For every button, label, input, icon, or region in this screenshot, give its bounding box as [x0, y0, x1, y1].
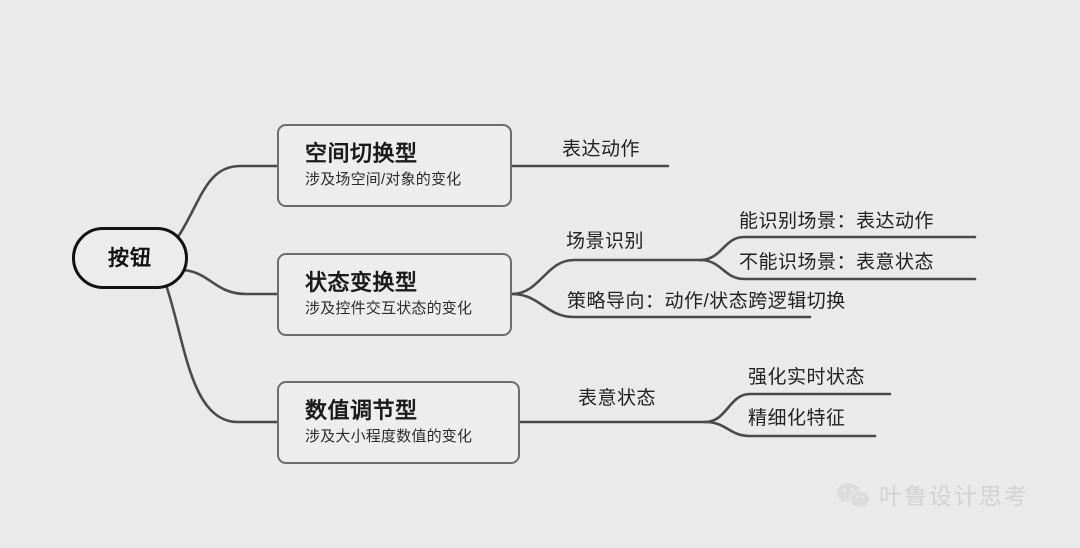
leaf-policy-oriented[interactable]: 策略导向：动作/状态跨逻辑切换	[567, 291, 846, 312]
node-value-adjust-title: 数值调节型	[305, 398, 418, 424]
node-state-change-subtitle: 涉及控件交互状态的变化	[305, 299, 473, 317]
node-state-change-title: 状态变换型	[305, 270, 418, 296]
edge-root-to-value	[164, 283, 279, 424]
root-node-label: 按钮	[108, 246, 152, 270]
node-space-switch-subtitle: 涉及场空间/对象的变化	[305, 170, 462, 188]
leaf-express-state[interactable]: 表意状态	[578, 388, 657, 409]
edge-root-to-space	[174, 164, 279, 242]
watermark-text: 叶鲁设计思考	[879, 482, 1029, 509]
edge-root-to-state	[181, 268, 279, 296]
node-value-adjust-subtitle: 涉及大小程度数值的变化	[305, 427, 473, 445]
node-value-adjust[interactable]: 数值调节型 涉及大小程度数值的变化	[277, 381, 520, 464]
edge-state-to-scene	[510, 258, 702, 296]
leaf-enhance-realtime-state[interactable]: 强化实时状态	[748, 367, 866, 388]
node-space-switch[interactable]: 空间切换型 涉及场空间/对象的变化	[277, 124, 512, 207]
leaf-unrecognizable-scene[interactable]: 不能识场景：表意状态	[739, 252, 935, 273]
leaf-recognizable-scene[interactable]: 能识别场景：表达动作	[739, 211, 935, 232]
node-state-change[interactable]: 状态变换型 涉及控件交互状态的变化	[277, 253, 512, 336]
leaf-scene-recognition[interactable]: 场景识别	[566, 231, 645, 252]
wechat-icon	[836, 483, 870, 508]
leaf-refined-feature[interactable]: 精细化特征	[748, 408, 846, 429]
leaf-express-action[interactable]: 表达动作	[562, 139, 641, 160]
watermark: 叶鲁设计思考	[836, 482, 1029, 510]
root-node[interactable]: 按钮	[72, 227, 188, 289]
node-space-switch-title: 空间切换型	[305, 141, 418, 167]
